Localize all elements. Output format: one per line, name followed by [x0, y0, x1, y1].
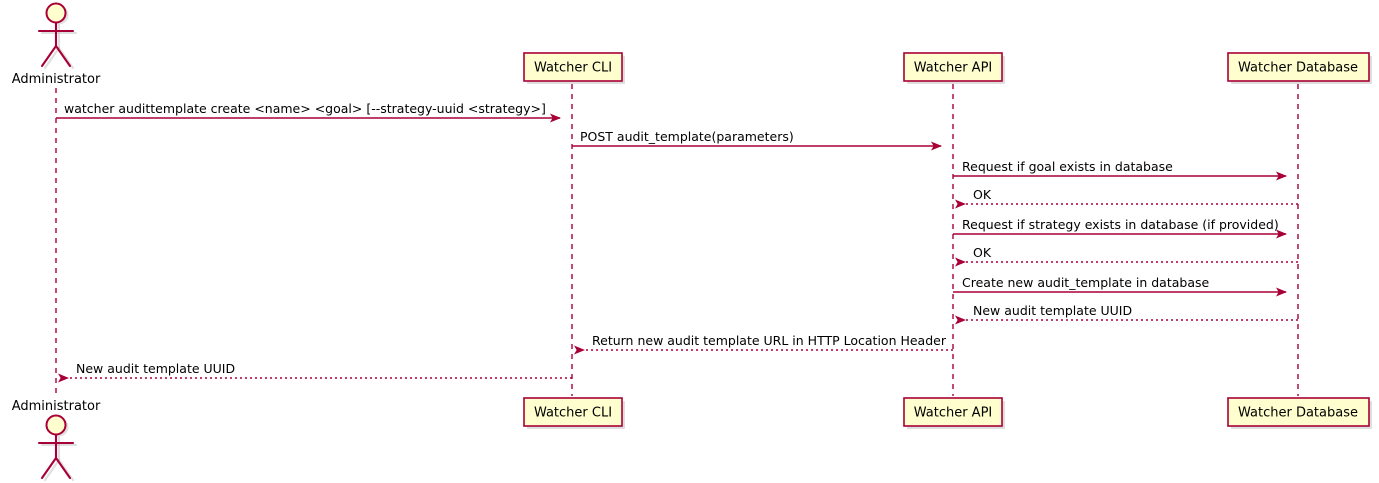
participant-box-watcher-cli-bottom[interactable]: Watcher CLI: [523, 397, 625, 429]
message-2[interactable]: POST audit_template(parameters): [572, 129, 942, 151]
participant-label-watcher-cli-bottom: Watcher CLI: [534, 406, 612, 421]
message-10[interactable]: New audit template UUID: [58, 361, 572, 383]
message-1[interactable]: watcher audittemplate create <name> <goa…: [56, 101, 561, 123]
actor-label-administrator-top: Administrator: [12, 72, 101, 87]
box-rect: [903, 52, 1003, 82]
message-8[interactable]: New audit template UUID: [955, 303, 1298, 325]
message-7[interactable]: Create new audit_template in database: [953, 275, 1287, 297]
actor-head-icon: [45, 414, 67, 436]
actor-label-administrator-bottom: Administrator: [12, 399, 101, 414]
message-label-3: Request if goal exists in database: [962, 159, 1173, 174]
box-rect: [523, 52, 623, 82]
lifelines: [55, 84, 1299, 396]
message-label-1: watcher audittemplate create <name> <goa…: [64, 101, 546, 116]
participant-label-watcher-database-bottom: Watcher Database: [1238, 406, 1358, 421]
participant-box-watcher-database-top[interactable]: Watcher Database: [1227, 52, 1372, 84]
message-label-10: New audit template UUID: [76, 361, 235, 376]
box-rect: [903, 397, 1003, 427]
participant-label-watcher-cli-top: Watcher CLI: [534, 61, 612, 76]
box-rect: [1227, 397, 1370, 427]
participant-label-watcher-api-bottom: Watcher API: [914, 406, 993, 421]
message-label-2: POST audit_template(parameters): [580, 129, 794, 144]
message-label-9: Return new audit template URL in HTTP Lo…: [592, 333, 947, 348]
participant-box-watcher-database-bottom[interactable]: Watcher Database: [1227, 397, 1372, 429]
participant-box-watcher-api-top[interactable]: Watcher API: [903, 52, 1005, 84]
participant-box-watcher-cli-top[interactable]: Watcher CLI: [523, 52, 625, 84]
box-rect: [1227, 52, 1370, 82]
message-label-8: New audit template UUID: [973, 303, 1132, 318]
message-label-7: Create new audit_template in database: [962, 275, 1209, 290]
participant-label-watcher-api-top: Watcher API: [914, 61, 993, 76]
actor-leg-right-icon: [54, 456, 72, 480]
message-3[interactable]: Request if goal exists in database: [953, 159, 1287, 181]
message-9[interactable]: Return new audit template URL in HTTP Lo…: [574, 333, 953, 355]
message-4[interactable]: OK: [955, 187, 1298, 209]
actor-administrator-bottom[interactable]: Administrator: [12, 399, 101, 482]
actor-leg-left-icon: [40, 456, 58, 480]
actor-leg-right-icon: [54, 44, 72, 68]
message-label-4: OK: [973, 187, 992, 202]
message-label-5: Request if strategy exists in database (…: [962, 217, 1279, 232]
actor-administrator-top[interactable]: Administrator: [12, 2, 101, 88]
message-label-6: OK: [973, 245, 992, 260]
message-5[interactable]: Request if strategy exists in database (…: [953, 217, 1287, 239]
message-6[interactable]: OK: [955, 245, 1298, 267]
participant-box-watcher-api-bottom[interactable]: Watcher API: [903, 397, 1005, 429]
actor-leg-left-icon: [40, 44, 58, 68]
actor-head-icon: [45, 2, 67, 24]
participant-label-watcher-database-top: Watcher Database: [1238, 61, 1358, 76]
box-rect: [523, 397, 623, 427]
